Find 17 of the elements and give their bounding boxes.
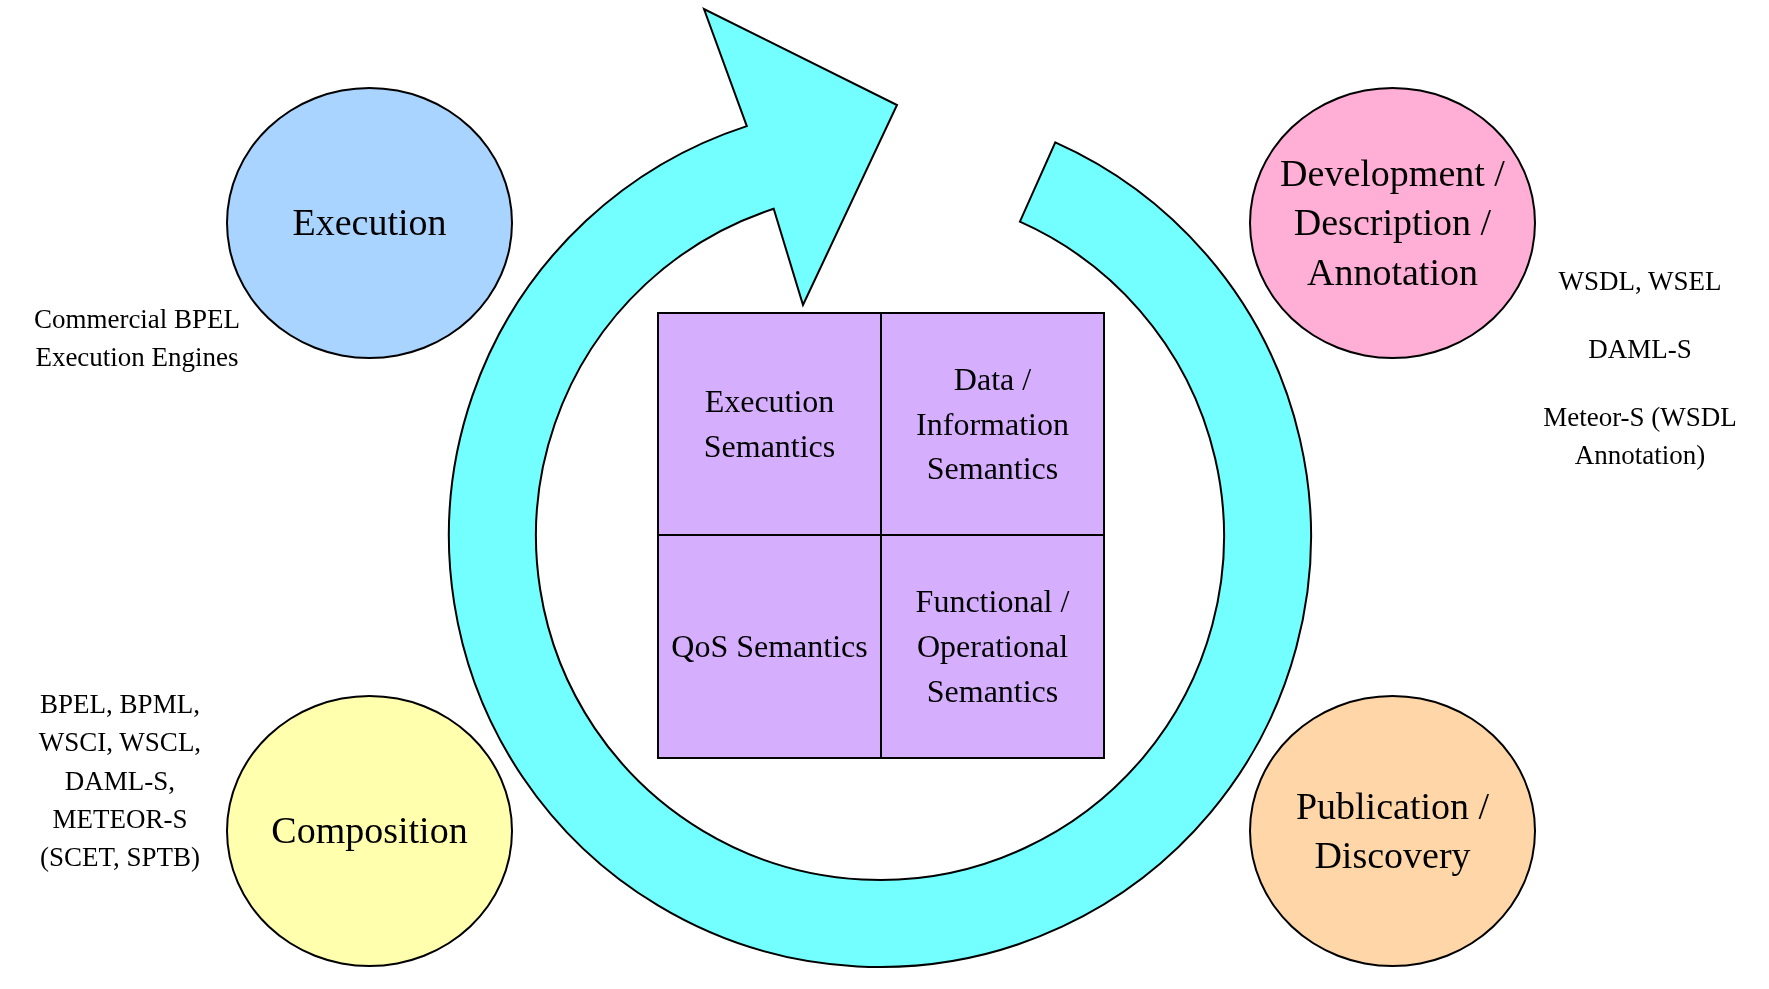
semantics-cell — [657, 312, 882, 536]
semantics-cell — [880, 534, 1105, 759]
semantics-cell — [657, 534, 882, 759]
stage-title: Execution — [292, 200, 447, 246]
technology-list: BPEL, BPML, WSCI, WSCL, DAML-S, METEOR-S (SCET, SPTB) — [10, 685, 230, 877]
technology-list: DAML-S — [1515, 330, 1765, 369]
semantics-label: Data / Information Semantics — [915, 359, 1070, 489]
technology-list: Commercial BPEL Execution Engines — [12, 300, 262, 377]
stage-title: Composition — [271, 808, 468, 854]
semantics-label: QoS Semantics — [671, 627, 868, 667]
technology-list: WSDL, WSEL — [1515, 262, 1765, 301]
stage-title: Publication / Discovery — [1294, 783, 1491, 878]
semantics-label: Functional / Operational Semantics — [914, 582, 1071, 711]
semantics-label: Execution Semantics — [702, 382, 837, 466]
stage-title: Development / Description / Annotation — [1279, 150, 1506, 295]
semantics-cell — [880, 312, 1105, 536]
technology-list: Meteor-S (WSDL Annotation) — [1515, 398, 1765, 475]
